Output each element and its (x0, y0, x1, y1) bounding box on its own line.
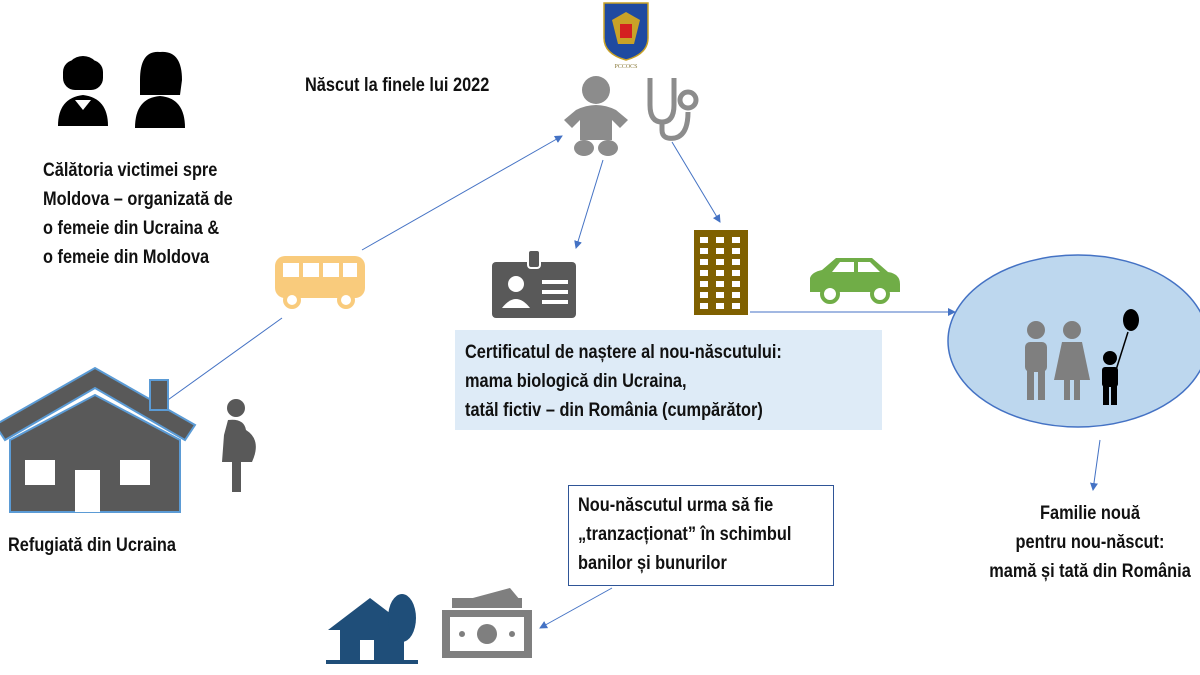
building-window (716, 248, 724, 254)
building-window (700, 303, 708, 309)
building-window (732, 292, 740, 298)
family-line: Familie nouă (1040, 503, 1140, 524)
refugee-label: Refugiată din Ucraina (8, 535, 176, 556)
journey-line: o femeie din Moldova (43, 247, 210, 268)
building-window (716, 292, 724, 298)
certificate-text: Certificatul de naștere al nou-născutulu… (465, 338, 782, 425)
building-window (700, 259, 708, 265)
building-window (716, 237, 724, 243)
transaction-box (568, 485, 834, 586)
arrow-bus-baby (361, 135, 563, 251)
family-ellipse (947, 254, 1200, 428)
women-icon (58, 51, 185, 128)
arrows (164, 135, 1101, 629)
baby-icon (564, 76, 628, 156)
journey-line: Moldova – organizată de (43, 189, 233, 210)
building-window (716, 281, 724, 287)
id-card-icon (492, 249, 576, 318)
building-window (700, 248, 708, 254)
child-balloon-icon (1102, 309, 1139, 405)
certificate-line: tatăl fictiv – din România (cumpărător) (465, 400, 763, 421)
certificate-box (455, 330, 882, 430)
building-window (700, 237, 708, 243)
certificate-line: Certificatul de naștere al nou-născutulu… (465, 342, 782, 363)
building-window (700, 281, 708, 287)
arrow-house-bus (164, 317, 283, 403)
journey-line: Călătoria victimei spre (43, 160, 218, 181)
transaction-text: Nou-născutul urma să fie „tranzacționat”… (578, 491, 791, 578)
stethoscope-icon (647, 78, 699, 141)
building-window (716, 270, 724, 276)
family-text: Familie nouă pentru nou-născut: mamă și … (978, 499, 1200, 586)
family-line: mamă și tată din România (989, 561, 1191, 582)
arrow-family-text (1090, 439, 1101, 491)
house-icon (0, 366, 197, 513)
building-window (732, 248, 740, 254)
pccocs-logo: PCCOCS (603, 2, 649, 70)
building-window (732, 237, 740, 243)
arrow-baby-id (574, 159, 604, 249)
transaction-line: „tranzacționat” în schimbul (578, 524, 792, 545)
transaction-line: Nou-născutul urma să fie (578, 495, 774, 516)
parents-icon (1025, 321, 1090, 400)
arrow-to-money (539, 587, 613, 629)
arrow-steth-building (671, 141, 721, 223)
certificate-line: mama biologică din Ucraina, (465, 371, 687, 392)
family-line: pentru nou-născut: (1015, 532, 1165, 553)
building-window (732, 259, 740, 265)
building-window (716, 259, 724, 265)
building-window (716, 303, 724, 309)
money-icon (442, 588, 532, 658)
building-window (732, 281, 740, 287)
born-label: Născut la finele lui 2022 (305, 75, 490, 96)
pregnant-woman-icon (222, 399, 256, 492)
building-window (700, 292, 708, 298)
car-icon (810, 258, 900, 304)
building-window (732, 270, 740, 276)
building-icon (694, 230, 748, 315)
svg-text:PCCOCS: PCCOCS (614, 64, 637, 70)
house-tree-icon (326, 594, 418, 664)
building-window (700, 270, 708, 276)
bus-icon (275, 256, 365, 309)
transaction-line: banilor și bunurilor (578, 553, 727, 574)
journey-line: o femeie din Ucraina & (43, 218, 220, 239)
building-window (732, 303, 740, 309)
journey-text: Călătoria victimei spre Moldova – organi… (43, 156, 233, 272)
